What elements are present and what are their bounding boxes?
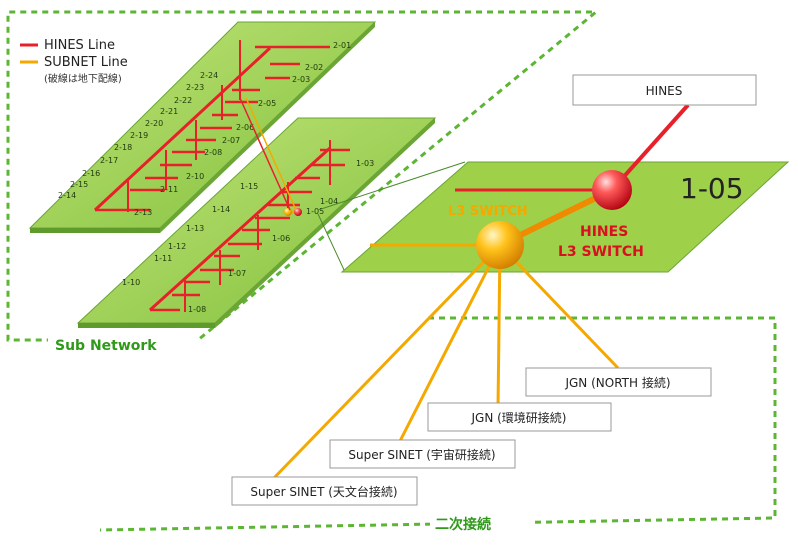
room-label: 1-12 — [168, 242, 186, 251]
room-label: 1-05 — [306, 207, 324, 216]
room-label: 1-13 — [186, 224, 204, 233]
room-label: 1-15 — [240, 182, 258, 191]
legend: HINES Line SUBNET Line (破線は地下配線) — [20, 38, 128, 85]
hines-switch-label-line2: L3 SWITCH — [558, 244, 644, 260]
room-label: 1-14 — [212, 205, 230, 214]
room-label: 2-03 — [292, 75, 310, 84]
l3-switch-label: L3 SWITCH — [448, 204, 528, 219]
room-label: 1-03 — [356, 159, 374, 168]
hines-switch-label-line1: HINES — [580, 224, 628, 240]
room-label: 2-16 — [82, 169, 100, 178]
connection-super-sinet-uchuken: Super SINET (宇宙研接続) — [329, 439, 516, 469]
room-label: 2-06 — [236, 123, 254, 132]
sub-network-label: Sub Network — [55, 338, 157, 354]
floor-1-plane: 1-03 1-04 1-05 1-06 1-07 1-08 1-10 1-11 … — [76, 117, 437, 328]
room-label: 2-15 — [70, 180, 88, 189]
room-label: 1-08 — [188, 305, 206, 314]
room-number: 1-05 — [680, 172, 744, 205]
detail-room-plane: 1-05 L3 SWITCH HINES L3 SWITCH — [340, 161, 790, 273]
room-label: 2-10 — [186, 172, 204, 181]
room-label: 2-18 — [114, 143, 132, 152]
connection-jgn-north: JGN (NORTH 接続) — [525, 367, 712, 397]
legend-note: (破線は地下配線) — [44, 72, 122, 85]
connection-label: JGN (NORTH 接続) — [564, 375, 670, 390]
legend-hines-label: HINES Line — [44, 38, 115, 53]
legend-subnet-label: SUBNET Line — [44, 55, 128, 70]
l3-switch — [476, 221, 524, 269]
room-label: 1-06 — [272, 234, 290, 243]
room-label: 1-04 — [320, 197, 338, 206]
room-label: 2-21 — [160, 107, 178, 116]
room-label: 2-01 — [333, 41, 351, 50]
room-label: 2-14 — [58, 191, 76, 200]
room-label: 1-07 — [228, 269, 246, 278]
room-label: 1-10 — [122, 278, 140, 287]
room-label: 1-11 — [154, 254, 172, 263]
room-label: 2-07 — [222, 136, 240, 145]
hines-node-label: HINES — [646, 84, 683, 98]
connection-super-sinet-tenmondai: Super SINET (天文台接続) — [231, 476, 418, 506]
room-label: 2-02 — [305, 63, 323, 72]
subnet-switch-marker — [284, 208, 292, 216]
floor-2-plane: 2-01 2-02 2-03 2-05 2-06 2-07 2-08 2-10 … — [28, 21, 377, 233]
room-label: 2-05 — [258, 99, 276, 108]
room-label: 2-20 — [145, 119, 163, 128]
hines-l3-switch — [592, 170, 632, 210]
room-label: 2-13 — [134, 208, 152, 217]
connection-jgn-kankyoken: JGN (環境研接続) — [427, 402, 612, 432]
room-label: 2-22 — [174, 96, 192, 105]
secondary-connection-label: 二次接続 — [435, 516, 491, 533]
hines-node: HINES — [572, 74, 757, 106]
room-label: 2-19 — [130, 131, 148, 140]
connection-label: JGN (環境研接続) — [471, 410, 567, 425]
room-label: 2-23 — [186, 83, 204, 92]
room-label: 2-17 — [100, 156, 118, 165]
room-label: 2-11 — [160, 185, 178, 194]
room-label: 2-24 — [200, 71, 218, 80]
connection-label: Super SINET (天文台接続) — [250, 484, 397, 499]
connection-label: Super SINET (宇宙研接続) — [348, 447, 495, 462]
room-label: 2-08 — [204, 148, 222, 157]
